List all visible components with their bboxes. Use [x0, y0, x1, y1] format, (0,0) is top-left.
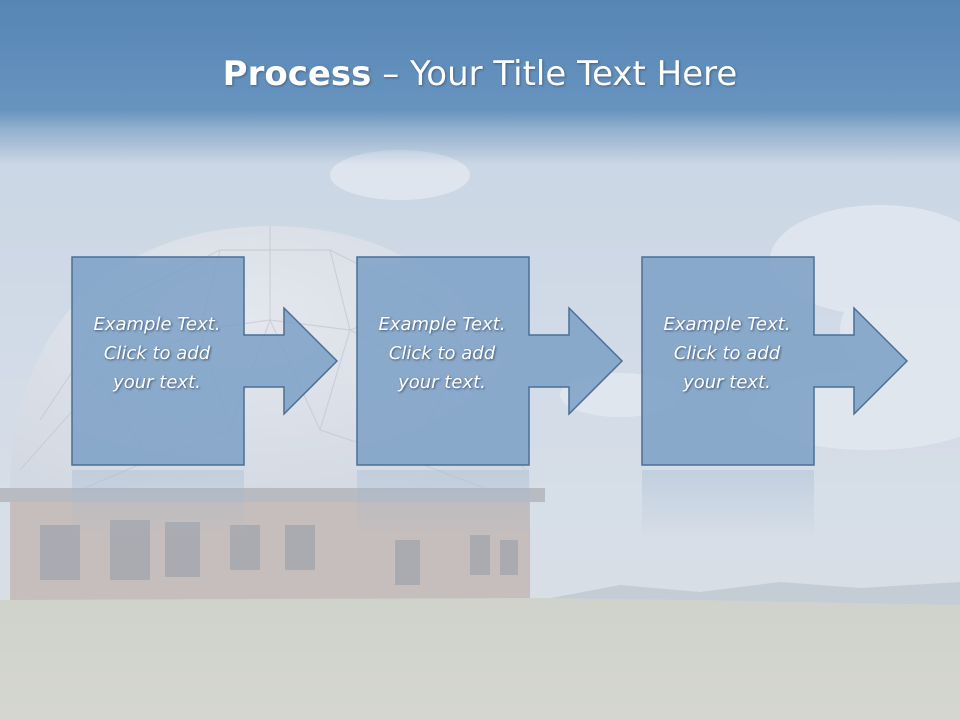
step-2-line-1: Example Text.: [378, 314, 506, 335]
step-2-arrow-shape: [356, 256, 624, 466]
step-1-line-2: Click to add: [103, 343, 211, 364]
step-1-reflection: [72, 470, 244, 540]
slide-title[interactable]: Process – Your Title Text Here: [0, 50, 960, 98]
step-3-line-3: your text.: [683, 372, 771, 393]
title-text: Your Title Text Here: [410, 54, 738, 94]
step-1-line-1: Example Text.: [93, 314, 221, 335]
step-1-text[interactable]: Example Text. Click to add your text.: [71, 310, 243, 397]
step-1-arrow-shape: [71, 256, 339, 466]
title-bold: Process: [222, 54, 372, 94]
title-band: [0, 0, 960, 165]
step-3-reflection: [642, 470, 814, 540]
step-3-arrow-shape: [641, 256, 909, 466]
step-2-line-2: Click to add: [388, 343, 496, 364]
process-step-1[interactable]: Example Text. Click to add your text.: [71, 256, 341, 468]
step-2-reflection: [357, 470, 529, 540]
step-2-line-3: your text.: [398, 372, 486, 393]
step-3-line-2: Click to add: [673, 343, 781, 364]
step-3-line-1: Example Text.: [663, 314, 791, 335]
process-step-2[interactable]: Example Text. Click to add your text.: [356, 256, 626, 468]
process-step-3[interactable]: Example Text. Click to add your text.: [641, 256, 911, 468]
step-3-text[interactable]: Example Text. Click to add your text.: [641, 310, 813, 397]
step-2-text[interactable]: Example Text. Click to add your text.: [356, 310, 528, 397]
step-1-line-3: your text.: [113, 372, 201, 393]
title-separator: –: [371, 54, 411, 94]
